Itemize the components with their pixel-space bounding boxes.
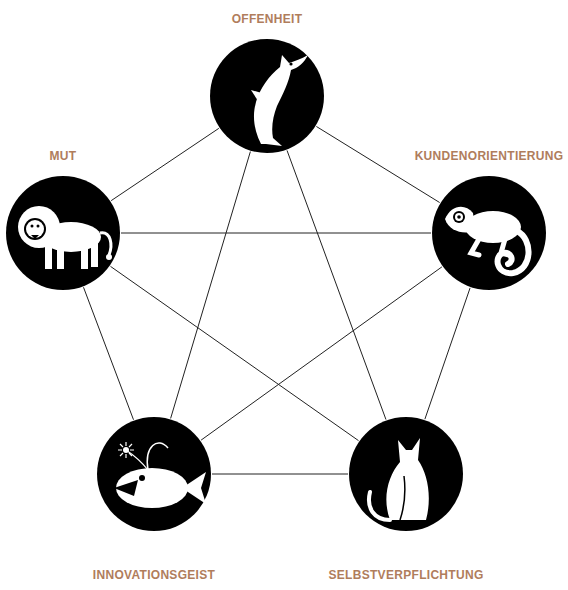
chameleon-icon <box>431 175 547 291</box>
connector-line <box>201 267 442 440</box>
connector-line <box>121 233 431 234</box>
connector-line <box>316 126 439 202</box>
lion-icon <box>5 175 121 291</box>
value-label: OFFENHEIT <box>232 12 303 26</box>
value-circle: MUT <box>5 175 121 291</box>
value-label: KUNDENORIENTIERUNG <box>415 149 564 163</box>
value-label: MUT <box>50 149 77 163</box>
value-circle: SELBSTVERPFLICHTUNG <box>348 416 464 532</box>
anglerfish-icon <box>96 416 212 532</box>
connector-line <box>212 474 348 475</box>
value-circle: INNOVATIONSGEIST <box>96 416 212 532</box>
value-circle: KUNDENORIENTIERUNG <box>431 175 547 291</box>
value-circle: OFFENHEIT <box>209 38 325 154</box>
connector-line <box>171 152 251 419</box>
value-label: INNOVATIONSGEIST <box>93 568 215 582</box>
value-label: SELBSTVERPFLICHTUNG <box>328 568 483 582</box>
dolphin-icon <box>209 38 325 154</box>
connector-line <box>287 150 386 419</box>
connector-line <box>111 128 219 200</box>
connector-line <box>425 288 470 419</box>
cat-icon <box>348 416 464 532</box>
connector-line <box>83 287 133 419</box>
